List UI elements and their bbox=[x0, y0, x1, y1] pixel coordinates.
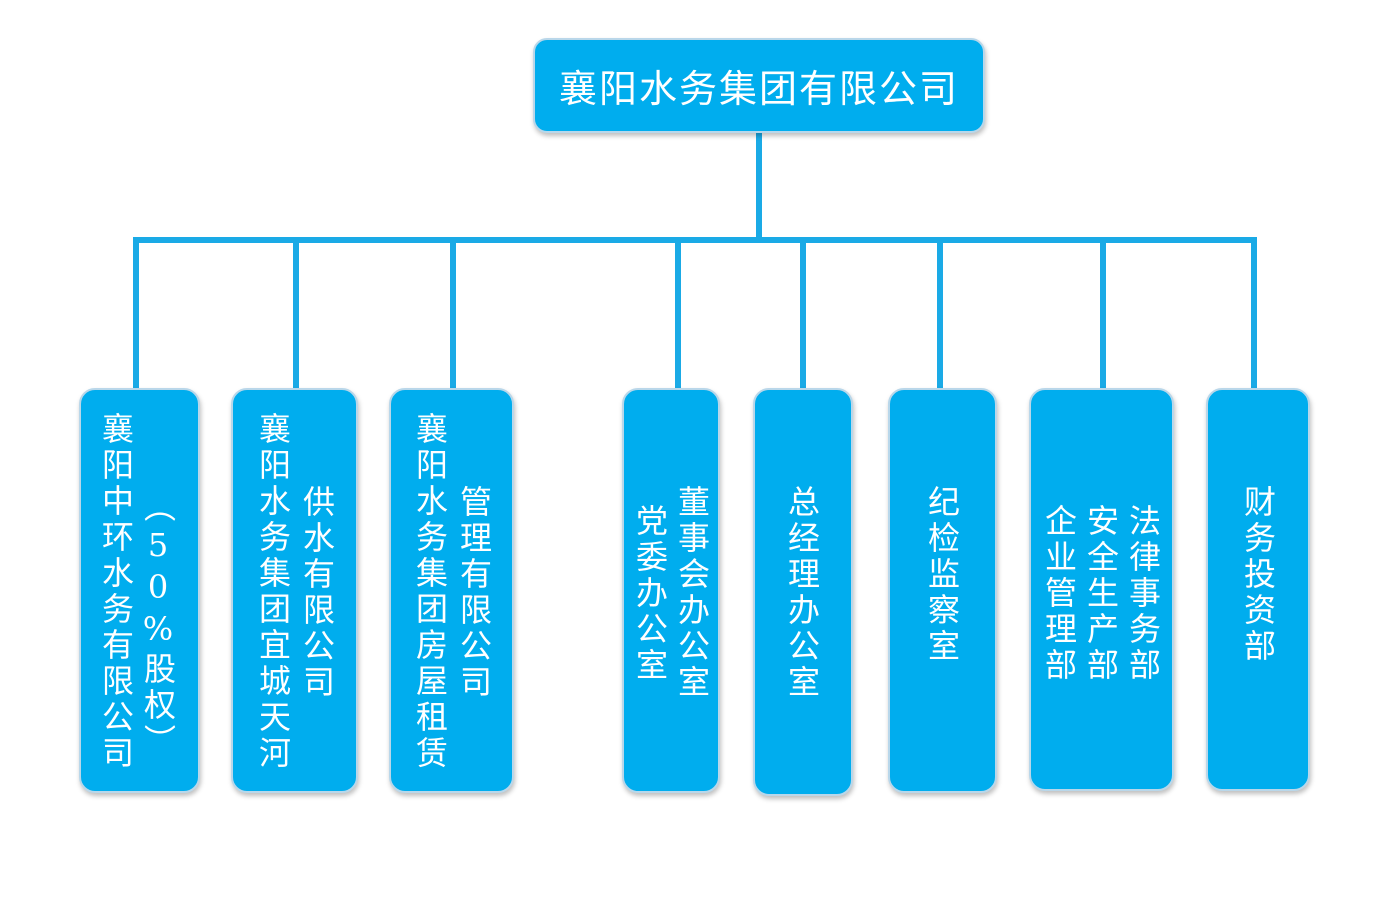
root-node: 襄阳水务集团有限公司 bbox=[533, 38, 985, 133]
child-connector bbox=[1100, 240, 1106, 388]
node-text-line: 襄阳水务集团宜城天河 bbox=[254, 412, 292, 772]
child-node-mgmt-safety-legal: 企业管理部 安全生产部 法律事务部 bbox=[1029, 388, 1174, 791]
child-node-discipline: 纪检监察室 bbox=[888, 388, 997, 793]
node-text-line: 管理有限公司 bbox=[455, 485, 493, 701]
node-text-line: 安全生产部 bbox=[1082, 504, 1120, 684]
horizontal-bus bbox=[133, 237, 1257, 243]
child-connector bbox=[675, 240, 681, 388]
node-text-line: 财务投资部 bbox=[1239, 485, 1277, 665]
child-node-yicheng: 襄阳水务集团宜城天河 供水有限公司 bbox=[231, 388, 358, 793]
child-connector bbox=[1251, 240, 1257, 388]
child-node-gm-office: 总经理办公室 bbox=[753, 388, 853, 796]
child-connector bbox=[450, 240, 456, 388]
node-text-line: 总经理办公室 bbox=[783, 485, 821, 701]
node-text-line: 襄阳中环水务有限公司 bbox=[97, 412, 135, 772]
node-text-line: （50%股权） bbox=[139, 490, 177, 760]
node-text-line: 襄阳水务集团房屋租赁 bbox=[411, 412, 449, 772]
child-connector bbox=[133, 240, 139, 388]
child-node-finance: 财务投资部 bbox=[1206, 388, 1310, 791]
root-connector bbox=[756, 133, 762, 241]
node-text-line: 供水有限公司 bbox=[298, 485, 336, 701]
child-connector bbox=[800, 240, 806, 388]
node-text-line: 党委办公室 bbox=[631, 504, 669, 684]
node-text-line: 纪检监察室 bbox=[923, 485, 961, 665]
child-node-party-board: 党委办公室 董事会办公室 bbox=[622, 388, 720, 793]
node-text-line: 企业管理部 bbox=[1040, 504, 1078, 684]
root-label: 襄阳水务集团有限公司 bbox=[558, 67, 959, 111]
child-node-zhonghuan: 襄阳中环水务有限公司 （50%股权） bbox=[79, 388, 200, 793]
child-node-housing: 襄阳水务集团房屋租赁 管理有限公司 bbox=[389, 388, 514, 793]
child-connector bbox=[293, 240, 299, 388]
node-text-line: 法律事务部 bbox=[1124, 504, 1162, 684]
child-connector bbox=[937, 240, 943, 388]
node-text-line: 董事会办公室 bbox=[673, 485, 711, 701]
